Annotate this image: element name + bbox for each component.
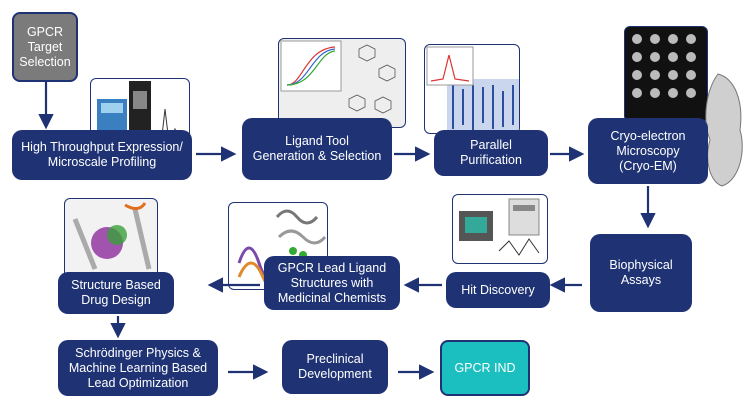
gpcr-ind-box: GPCR IND [440, 340, 530, 396]
hit-discovery-box: Hit Discovery [446, 272, 550, 308]
cryo-em-box: Cryo-electron Microscopy (Cryo-EM) [588, 118, 708, 184]
purification-gel-and-chromatogram [424, 44, 520, 134]
ligand-tool-generation-box: Ligand Tool Generation & Selection [242, 118, 392, 180]
assay-instruments [452, 194, 548, 264]
preclinical-development-box: Preclinical Development [282, 340, 388, 394]
cryo-em-density-map [705, 73, 743, 187]
gpcr-target-selection-box: GPCR Target Selection [12, 12, 78, 82]
ligand-curve-and-structures [278, 38, 406, 128]
cryo-em-particles-and-density [624, 26, 708, 122]
structure-based-drug-design-box: Structure Based Drug Design [58, 272, 174, 314]
parallel-purification-box: Parallel Purification [434, 130, 548, 176]
biophysical-assays-box: Biophysical Assays [590, 234, 692, 312]
docked-ligand-structure [64, 198, 158, 284]
gpcr-lead-ligand-box: GPCR Lead Ligand Structures with Medicin… [264, 256, 400, 310]
high-throughput-expression-box: High Throughput Expression/ Microscale P… [12, 130, 192, 180]
schrodinger-lead-optimization-box: Schrödinger Physics & Machine Learning B… [58, 340, 218, 396]
